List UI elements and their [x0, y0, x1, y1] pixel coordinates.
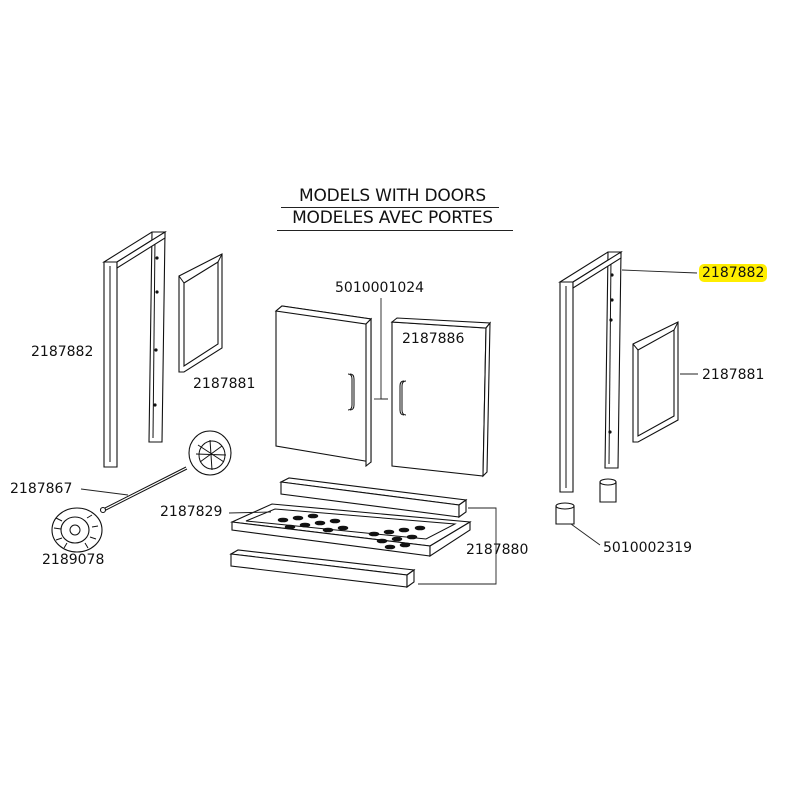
part-label-right-door: 2187886	[402, 331, 465, 347]
left-frame-drawing	[102, 231, 167, 468]
right-side-panel-drawing	[632, 321, 679, 443]
part-label-left-side-panel: 2187881	[193, 376, 256, 392]
part-label-right-frame-highlighted: 2187882	[699, 264, 768, 282]
part-label-wheel: 2189078	[42, 552, 105, 568]
diagram-title-line1: MODELS WITH DOORS	[299, 186, 486, 206]
part-label-axle: 2187867	[10, 481, 73, 497]
part-label-cross-rails: 2187880	[466, 542, 529, 558]
part-label-bottom-shelf: 2187829	[160, 504, 223, 520]
left-side-panel-drawing	[178, 253, 223, 373]
part-label-leveling-feet: 5010002319	[603, 540, 693, 556]
right-frame-drawing	[558, 251, 623, 493]
title-underline-2	[277, 230, 513, 231]
leader-lines	[80, 269, 698, 585]
upper-cross-rail-drawing	[279, 477, 468, 519]
part-label-right-side-panel: 2187881	[702, 367, 765, 383]
lower-cross-rail-drawing	[229, 549, 416, 589]
right-door-drawing	[390, 317, 492, 478]
leveling-feet-drawing	[555, 478, 617, 525]
title-underline-1	[281, 207, 499, 208]
axle-drawing	[99, 466, 188, 514]
left-door-drawing	[274, 305, 373, 468]
part-label-door-handles: 5010001024	[335, 280, 425, 296]
bottom-shelf-drawing	[229, 503, 472, 558]
part-label-left-frame: 2187882	[31, 344, 94, 360]
diagram-title-line2: MODELES AVEC PORTES	[292, 208, 493, 228]
wheel-drawing	[51, 430, 232, 553]
